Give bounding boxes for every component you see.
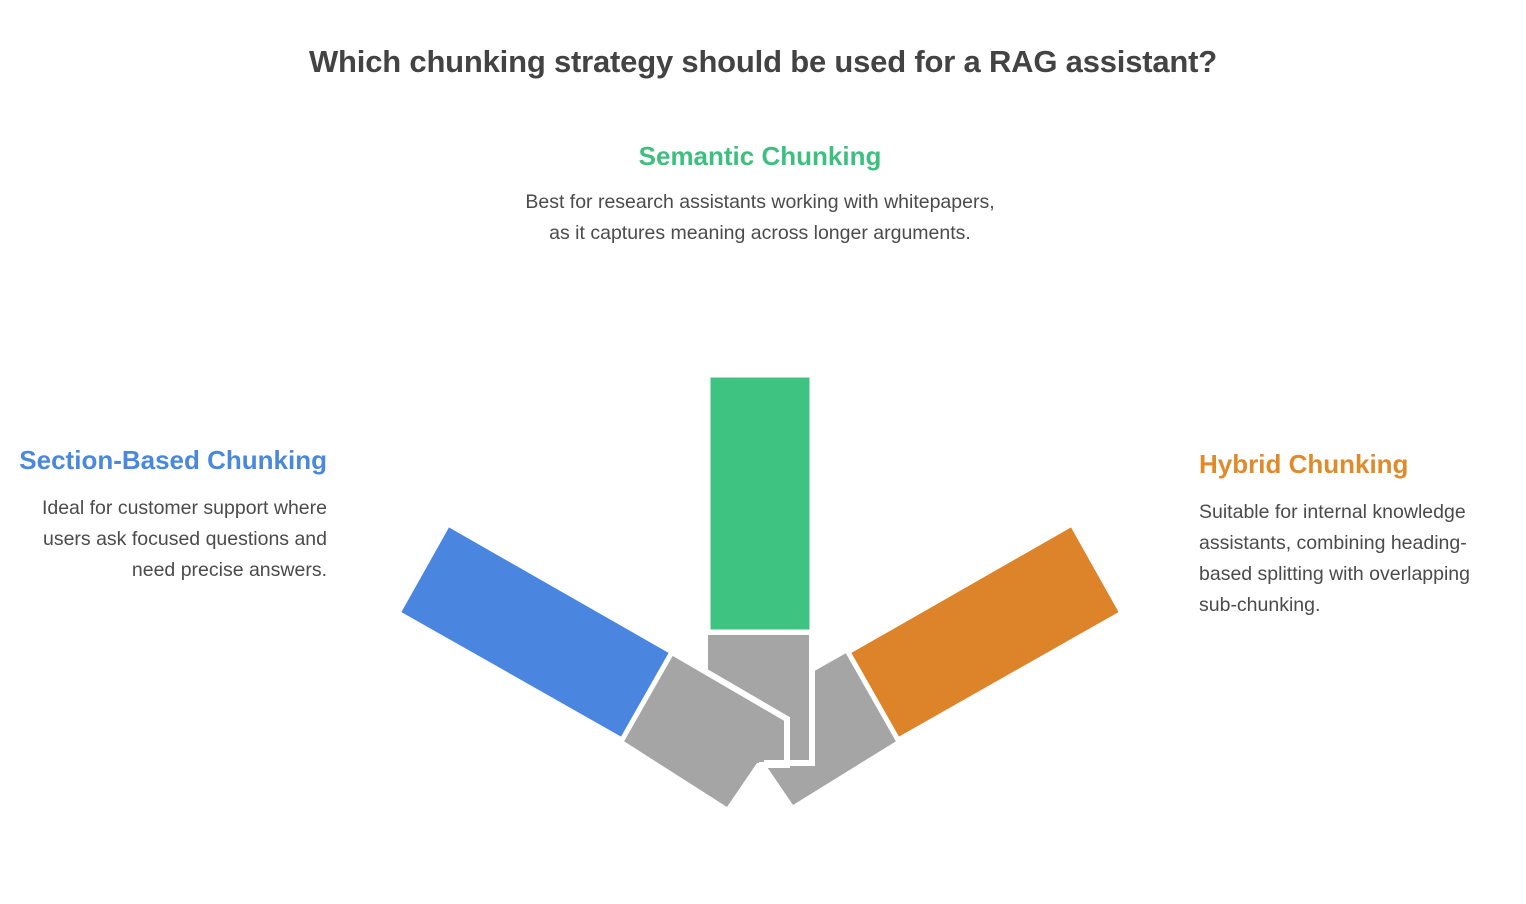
hybrid-bar-tail [733, 652, 898, 805]
tail-separator-center [764, 635, 815, 766]
semantic-chunking-block: Semantic Chunking Best for research assi… [513, 140, 1007, 249]
hybrid-chunking-block: Hybrid Chunking Suitable for internal kn… [1199, 448, 1511, 621]
semantic-bar-tail [708, 635, 812, 763]
hybrid-chunking-heading: Hybrid Chunking [1199, 449, 1409, 479]
section-based-bar-tail [622, 652, 787, 807]
section-based-chunking-description: Ideal for customer support where users a… [41, 497, 327, 581]
hybrid-bar [844, 520, 1126, 744]
semantic-chunking-description: Best for research assistants working wit… [525, 191, 995, 244]
section-based-chunking-block: Section-Based Chunking Ideal for custome… [10, 444, 327, 586]
semantic-chunking-heading: Semantic Chunking [638, 141, 882, 171]
semantic-bar [705, 372, 815, 635]
section-based-bar [394, 520, 676, 744]
hybrid-chunking-description: Suitable for internal knowledge assistan… [1199, 501, 1471, 616]
section-based-chunking-heading: Section-Based Chunking [19, 445, 327, 475]
tail-separator-left [670, 649, 790, 768]
page-title: Which chunking strategy should be used f… [309, 44, 1217, 79]
